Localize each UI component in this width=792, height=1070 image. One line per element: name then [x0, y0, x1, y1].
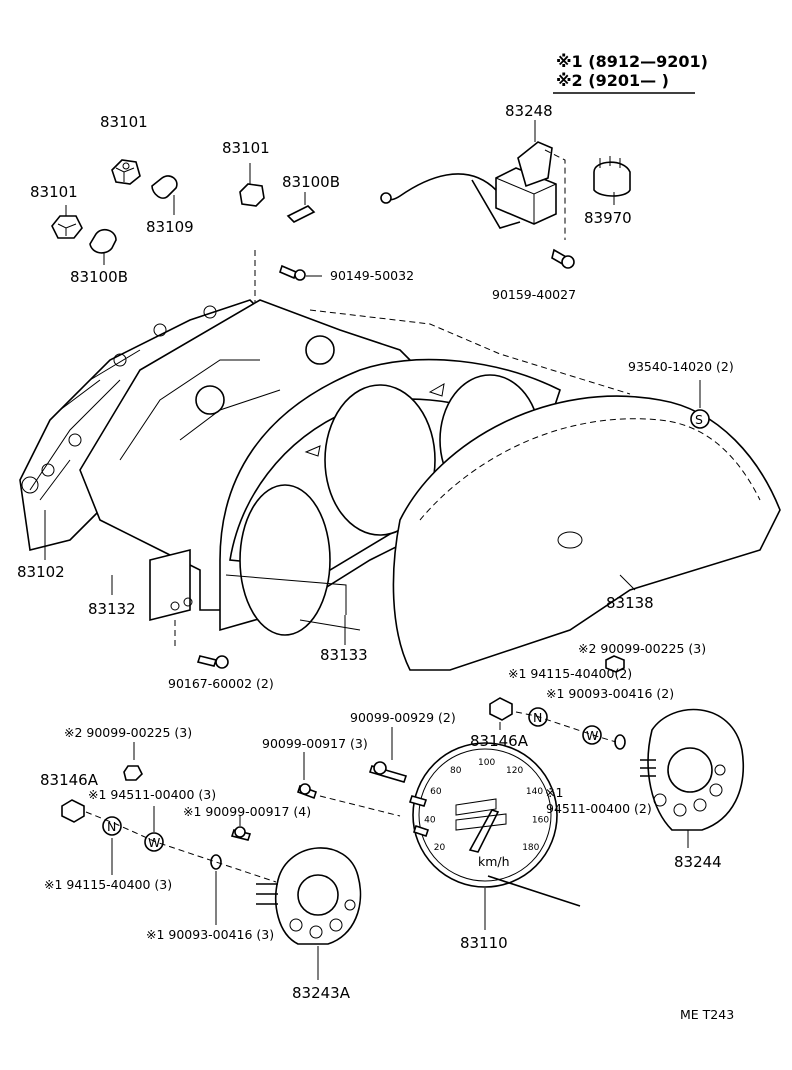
- label-93540-14020: 93540-14020 (2): [628, 359, 734, 374]
- label-90099-00917: 90099-00917 (3): [262, 736, 368, 751]
- diagram-code: ME T243: [680, 1007, 734, 1022]
- bulb-83100b-left: [89, 228, 117, 265]
- label-90149-50032: 90149-50032: [330, 268, 414, 283]
- nut-n-left-glyph: N: [107, 819, 116, 834]
- washer-w-left: W: [144, 806, 164, 852]
- washer-w-right: W: [582, 725, 602, 745]
- speedometer-83110: 20 40 60 80 100 120 140 160 180 km/h: [408, 742, 581, 930]
- nut-n-left: N: [102, 816, 122, 875]
- legend: ※1 (8912—9201) ※2 (9201— ): [553, 52, 708, 94]
- label-90159-40027: 90159-40027: [492, 287, 576, 302]
- label-83244: 83244: [674, 853, 722, 871]
- speedometer-tick-160: 160: [532, 816, 549, 826]
- label-83146a-left: 83146A: [40, 771, 99, 789]
- speedometer-unit: km/h: [478, 854, 510, 869]
- guide-line-5: [515, 711, 617, 743]
- label-94511-00400-left: ※1 94511-00400 (3): [88, 787, 216, 802]
- label-83100b-left: 83100B: [70, 268, 128, 286]
- gauge-plate-83243a: [256, 847, 362, 980]
- screw-90159: [551, 248, 575, 269]
- speedometer-tick-100: 100: [478, 758, 495, 768]
- connector-83970: [593, 156, 631, 205]
- label-83101-center: 83101: [222, 139, 270, 157]
- screw-90149: [279, 264, 322, 281]
- socket-83101-center: [239, 163, 265, 207]
- label-83970: 83970: [584, 209, 632, 227]
- washer-w-left-glyph: W: [148, 835, 160, 850]
- speedometer-tick-60: 60: [430, 787, 442, 797]
- label-83248: 83248: [505, 102, 553, 120]
- label-90167-60002: 90167-60002 (2): [168, 676, 274, 691]
- clip-s-glyph: S: [695, 412, 703, 427]
- glass-83138: [392, 395, 781, 671]
- screw-90099-00917-4: [230, 815, 252, 841]
- screw-90099-00929: [368, 727, 408, 783]
- guide-line-2: [309, 309, 631, 395]
- bulb-83109: [151, 175, 178, 215]
- speedometer-tick-80: 80: [450, 766, 462, 776]
- speedometer-tick-140: 140: [526, 787, 543, 797]
- housing-83133: [219, 358, 561, 645]
- label-94115-40400-right: ※1 94115-40400(2): [508, 666, 632, 681]
- socket-83146a-right: [489, 697, 513, 730]
- bolt-90093-left: [210, 854, 222, 925]
- gauge-plate-83244: [640, 708, 744, 848]
- speedometer-tick-180: 180: [522, 843, 539, 853]
- label-83132: 83132: [88, 600, 136, 618]
- label-83100b-center: 83100B: [282, 173, 340, 191]
- label-90093-00416-left: ※1 90093-00416 (3): [146, 927, 274, 942]
- socket-83146a-left: [61, 799, 85, 823]
- washer-w-right-glyph: W: [586, 728, 598, 743]
- label-83243a: 83243A: [292, 984, 351, 1002]
- label-83109: 83109: [146, 218, 194, 236]
- socket-83101-top: [111, 159, 141, 185]
- label-94511-00400-right-mark: ※1: [545, 785, 563, 800]
- label-90099-00917-4: ※1 90099-00917 (4): [183, 804, 311, 819]
- label-83101-left: 83101: [30, 183, 78, 201]
- clip-s-93540: S: [690, 380, 710, 429]
- label-83102: 83102: [17, 563, 65, 581]
- speedometer-tick-120: 120: [506, 766, 523, 776]
- label-90099-00929: 90099-00929 (2): [350, 710, 456, 725]
- label-83133: 83133: [320, 646, 368, 664]
- label-83110: 83110: [460, 934, 508, 952]
- legend-line-1: ※1 (8912—9201): [556, 52, 708, 71]
- nut-n-right-glyph: N: [533, 710, 542, 725]
- bolt-90099-0225-right: [605, 655, 625, 673]
- label-90093-00416-right: ※1 90093-00416 (2): [546, 686, 674, 701]
- bolt-90099-0225-left: [123, 742, 143, 781]
- label-94115-40400-left: ※1 94115-40400 (3): [44, 877, 172, 892]
- speedometer-tick-40: 40: [424, 816, 436, 826]
- screw-90167: [196, 655, 229, 669]
- screw-90099-00917: [296, 752, 318, 800]
- label-83146a-right: 83146A: [470, 732, 529, 750]
- guide-line-6: [319, 795, 401, 817]
- bulb-83100b-center: [286, 192, 316, 223]
- label-94511-00400-right: 94511-00400 (2): [546, 801, 652, 816]
- label-83101-top: 83101: [100, 113, 148, 131]
- speedometer-tick-20: 20: [434, 843, 446, 853]
- label-83138: 83138: [606, 594, 654, 612]
- sensor-83248: [380, 120, 566, 240]
- label-90099-00225-left: ※2 90099-00225 (3): [64, 725, 192, 740]
- guide-line-7: [85, 811, 277, 883]
- speedometer-tick-labels: 20 40 60 80 100 120 140 160 180: [424, 758, 549, 853]
- label-90099-00225-right: ※2 90099-00225 (3): [578, 641, 706, 656]
- legend-line-2: ※2 (9201— ): [556, 71, 669, 90]
- socket-83101-left: [51, 205, 83, 239]
- bolt-90093-right: [614, 734, 626, 750]
